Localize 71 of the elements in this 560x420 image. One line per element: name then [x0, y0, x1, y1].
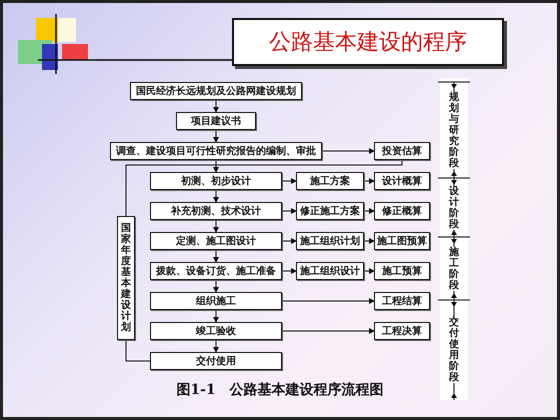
box-text: 施工组织计划 [300, 234, 360, 248]
box-text: 国民经济长远规划及公路网建设规划 [136, 84, 296, 98]
box-text: 施工图预算 [377, 234, 427, 248]
arrow [126, 340, 150, 362]
box-text: 交付使用 [196, 354, 236, 368]
box-text: 调查、建设项目可行性研究报告的编制、审批 [116, 144, 316, 158]
process-box [150, 292, 282, 310]
box-text: 工程决算 [382, 324, 422, 338]
arrow [364, 238, 375, 244]
box-text: 设计概算 [382, 174, 422, 188]
process-box [374, 232, 430, 250]
arrow [213, 160, 219, 173]
arrow [282, 328, 375, 334]
process-box [374, 262, 430, 280]
arrow [213, 130, 219, 143]
process-box [374, 322, 430, 340]
arrow [213, 190, 219, 203]
arrow [213, 280, 219, 293]
stage-label: 施工阶段 [449, 246, 459, 290]
box-text: 竣工验收 [196, 324, 236, 338]
arrow [364, 208, 375, 214]
box-text: 拨款、设备订货、施工准备 [156, 264, 276, 278]
process-box [150, 262, 282, 280]
box-text: 施工预算 [382, 264, 422, 278]
process-box [110, 142, 322, 160]
box-text: 补充初测、技术设计 [171, 204, 261, 218]
process-box [117, 216, 135, 340]
process-box [150, 352, 282, 370]
process-box [374, 142, 430, 160]
stage-label: 规划与研究阶段 [449, 92, 459, 168]
arrow [213, 310, 219, 323]
arrow [322, 148, 375, 154]
title: 公路基本建设的程序 [269, 28, 467, 56]
box-text: 工程结算 [382, 294, 422, 308]
arrow [213, 100, 219, 113]
process-box [296, 232, 364, 250]
process-box [296, 172, 364, 190]
process-box [150, 172, 282, 190]
box-text: 初测、初步设计 [181, 174, 251, 188]
arrow [213, 220, 219, 233]
arrow [364, 268, 375, 274]
arrow [213, 250, 219, 263]
process-box [130, 82, 302, 100]
process-box [374, 172, 430, 190]
arrow [282, 238, 297, 244]
process-box [150, 322, 282, 340]
stage-label: 设计阶段 [449, 186, 459, 230]
box-text: 项目建议书 [191, 114, 241, 128]
process-box [374, 292, 430, 310]
process-box [150, 232, 282, 250]
arrow [282, 178, 297, 184]
box-text: 定测、施工图设计 [176, 234, 256, 248]
caption: 图1-1 公路基本建设程序流程图 [176, 380, 384, 400]
box-text: 修正概算 [382, 204, 422, 218]
stage-label: 交付使用阶段 [449, 317, 459, 383]
process-box [176, 112, 256, 130]
box-text: 施工方案 [310, 174, 350, 188]
process-box [296, 262, 364, 280]
box-text: 组织施工 [196, 294, 236, 308]
box-text: 国家年度基本建设计划 [121, 223, 131, 333]
box-text: 修正施工方案 [300, 204, 360, 218]
arrow [364, 178, 375, 184]
process-box [296, 202, 364, 220]
arrow [282, 268, 297, 274]
box-text: 投资估算 [382, 144, 422, 158]
arrow [282, 208, 297, 214]
process-box [150, 202, 282, 220]
box-text: 施工组织设计 [300, 264, 360, 278]
arrow [213, 340, 219, 353]
process-box [374, 202, 430, 220]
arrow [282, 298, 375, 304]
